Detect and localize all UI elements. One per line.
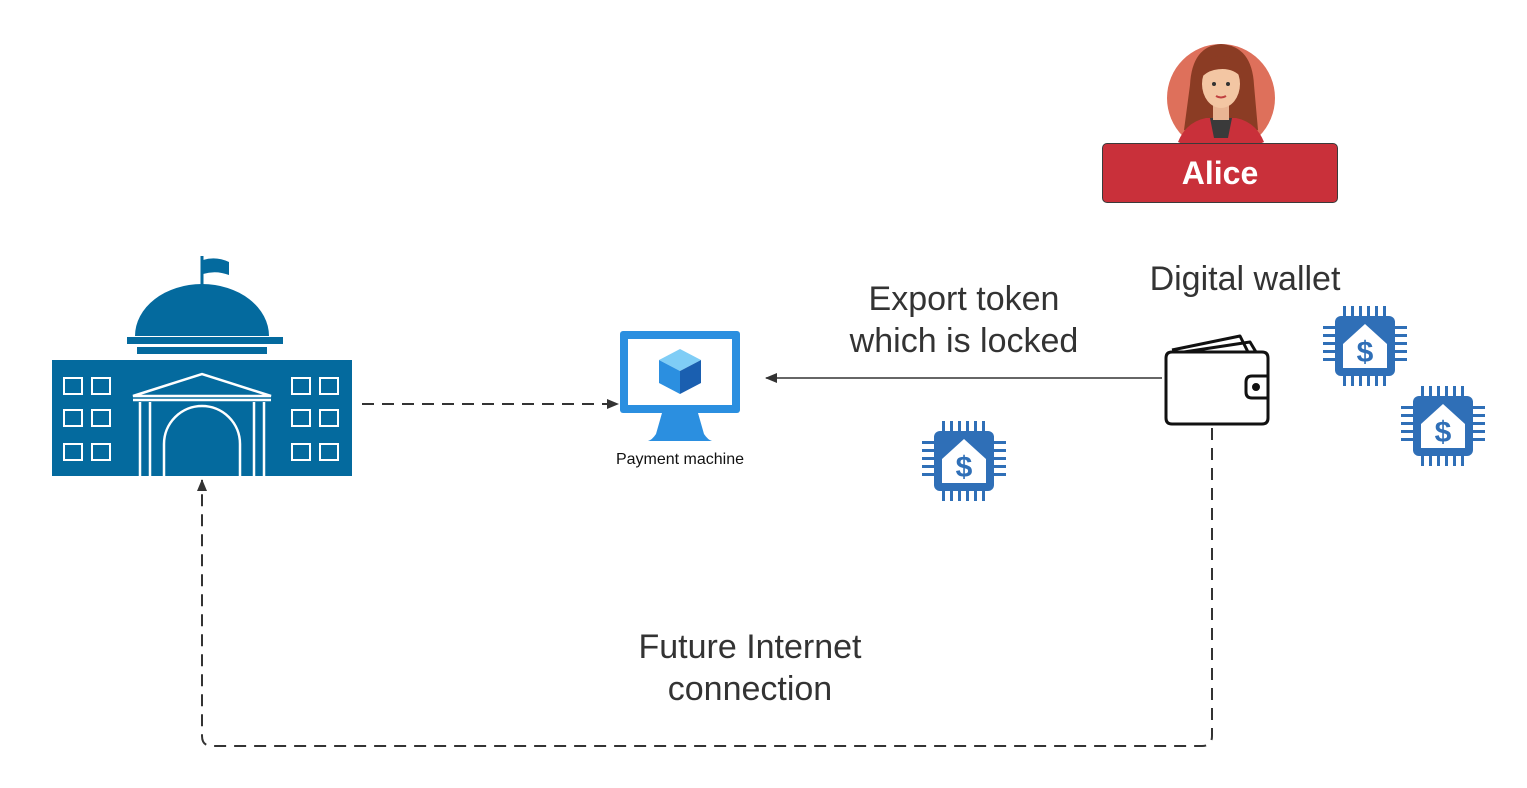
alice-label: Alice (1181, 154, 1259, 191)
monitor-cube-icon (620, 331, 740, 441)
woman-avatar-icon (1167, 44, 1275, 152)
future-internet-label: Future Internet connection (590, 626, 910, 710)
digital-wallet-label: Digital wallet (1149, 260, 1341, 298)
government-building-icon (52, 256, 352, 476)
wallet-icon (1164, 334, 1270, 426)
dollar-chip-icon (922, 421, 1006, 501)
alice-name-badge: Alice (1102, 143, 1338, 203)
dollar-chip-icon (1323, 306, 1407, 386)
future-internet-connection-path (197, 428, 1213, 747)
export-token-label-line2: which is locked (849, 322, 1079, 360)
future-internet-label-line2: connection (667, 670, 833, 708)
future-internet-label-line1: Future Internet (638, 628, 862, 666)
dollar-chip-icon (1401, 386, 1485, 466)
payment-machine-label: Payment machine (615, 451, 745, 468)
export-token-label: Export token which is locked (814, 278, 1114, 362)
export-token-label-line1: Export token (868, 280, 1060, 318)
